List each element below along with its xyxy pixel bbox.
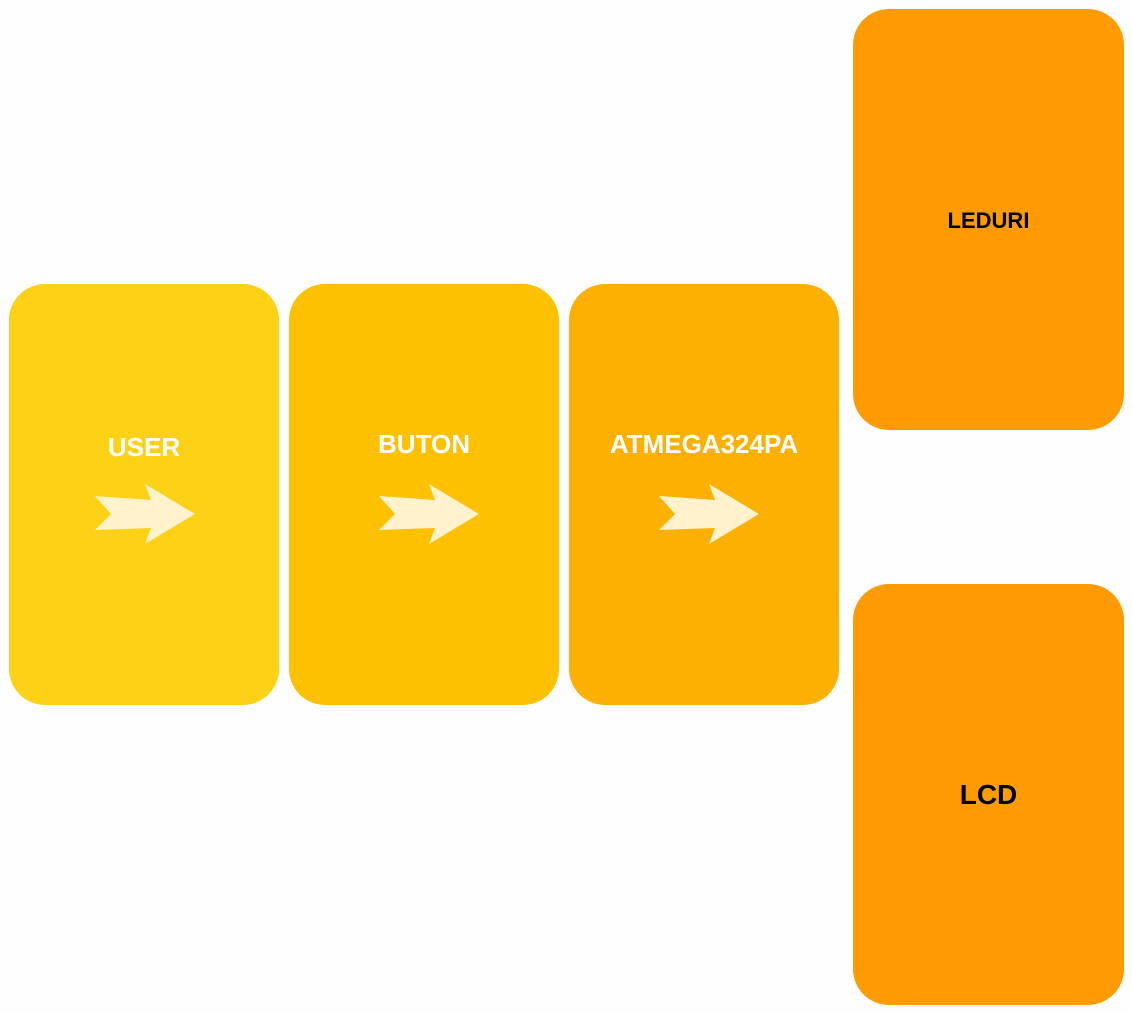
block-user: USER [9, 284, 279, 705]
block-leduri: LEDURI [853, 9, 1124, 430]
block-buton-label: BUTON [378, 429, 470, 459]
block-lcd: LCD [853, 584, 1124, 1005]
block-user-label: USER [107, 432, 181, 462]
block-lcd-label: LCD [959, 779, 1018, 810]
right-arrow-icon [659, 484, 759, 544]
block-atmega324pa-label: ATMEGA324PA [609, 429, 799, 459]
block-buton: BUTON [289, 284, 559, 705]
block-atmega324pa: ATMEGA324PA [569, 284, 839, 705]
right-arrow-icon [379, 484, 479, 544]
block-leduri-label: LEDURI [947, 208, 1030, 233]
right-arrow-icon [95, 484, 195, 544]
